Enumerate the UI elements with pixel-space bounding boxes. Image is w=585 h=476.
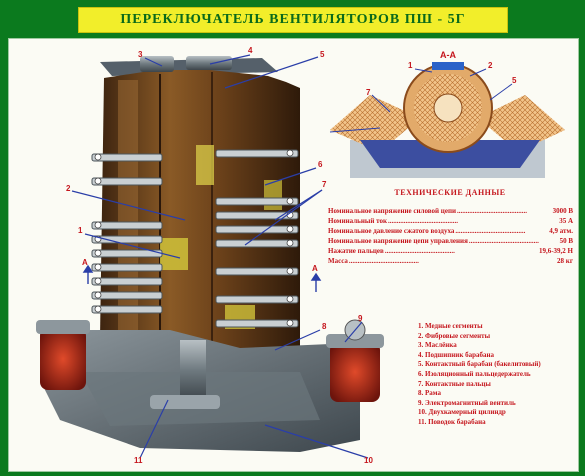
finger-holder-right-section: [478, 95, 565, 152]
legend-item: 2. Фибровые сегменты: [418, 331, 491, 340]
cut-mark-right: А: [312, 264, 318, 273]
section-callout-1: 1: [408, 61, 413, 70]
callout-6: 6: [318, 160, 323, 169]
callout-8: 8: [322, 322, 327, 331]
callout-11: 11: [134, 456, 143, 465]
title-bar: ПЕРЕКЛЮЧАТЕЛЬ ВЕНТИЛЯТОРОВ ПШ - 5Г: [78, 7, 508, 33]
callout-10: 10: [364, 456, 373, 465]
section-callout-5: 5: [512, 76, 517, 85]
spec-row: Номинальный ток.........................…: [328, 217, 573, 225]
parts-legend: 1. Медные сегменты 2. Фибровые сегменты …: [418, 322, 578, 428]
tech-specs: Номинальное напряжение силовой цепи.....…: [328, 206, 573, 266]
spec-row: Масса...................................…: [328, 257, 573, 265]
coil-left: [40, 328, 86, 390]
callout-5: 5: [320, 50, 325, 59]
legend-item: 10. Двухкамерный цилиндр: [418, 408, 506, 417]
poster-title: ПЕРЕКЛЮЧАТЕЛЬ ВЕНТИЛЯТОРОВ ПШ - 5Г: [120, 12, 466, 27]
section-callout-7: 7: [366, 88, 371, 97]
segment-top: [432, 62, 464, 70]
spec-row: Номинальное давление сжатого воздуха....…: [328, 227, 573, 235]
spec-row: Номинальное напряжение силовой цепи.....…: [328, 207, 573, 215]
finger-bolts-left: [94, 153, 102, 313]
spec-row: Нажатие пальцев.........................…: [328, 247, 573, 255]
legend-item: 11. Поводок барабана: [418, 417, 486, 426]
callout-9: 9: [358, 314, 363, 323]
contact-fingers-left: [91, 153, 163, 314]
section-cut-arrows: [82, 264, 322, 292]
callout-7: 7: [322, 180, 327, 189]
finger-holder-left: [118, 80, 138, 342]
callout-1: 1: [78, 226, 83, 235]
solenoid-valve: [330, 342, 380, 402]
tech-data-heading: ТЕХНИЧЕСКИЕ ДАННЫЕ: [394, 188, 506, 197]
section-callouts: [329, 68, 513, 133]
legend-item: 3. Маслёнка: [418, 341, 457, 350]
legend-item: 4. Подшипник барабана: [418, 350, 495, 359]
contact-fingers-right: [215, 149, 299, 328]
cut-mark-left: А: [82, 258, 88, 267]
callout-lines: [71, 54, 369, 459]
drum-shaft: [180, 340, 206, 400]
legend-item: 1. Медные сегменты: [418, 322, 483, 330]
section-view: [330, 62, 565, 178]
callout-4: 4: [248, 46, 253, 55]
callout-3: 3: [138, 50, 143, 59]
legend-item: 9. Электромагнитный вентиль: [418, 398, 516, 407]
finger-bolts-right: [286, 149, 294, 327]
legend-item: 6. Изоляционный пальцедержатель: [418, 369, 531, 378]
section-callout-2: 2: [488, 61, 493, 70]
finger-holder-left-section: [330, 95, 420, 152]
section-label: А-А: [440, 50, 456, 60]
spec-row: Номинальное напряжение цепи управления..…: [328, 237, 573, 245]
switch-main-view: [36, 56, 384, 452]
drum-bearing: [186, 56, 232, 70]
drum-driver: [150, 395, 220, 409]
legend-item: 5. Контактный барабан (бакелитовый): [418, 360, 541, 369]
callout-2: 2: [66, 184, 71, 193]
section-base: [360, 140, 540, 168]
legend-item: 8. Рама: [418, 389, 441, 398]
copper-segment-2: [196, 145, 214, 185]
legend-item: 7. Контактные пальцы: [418, 379, 491, 388]
